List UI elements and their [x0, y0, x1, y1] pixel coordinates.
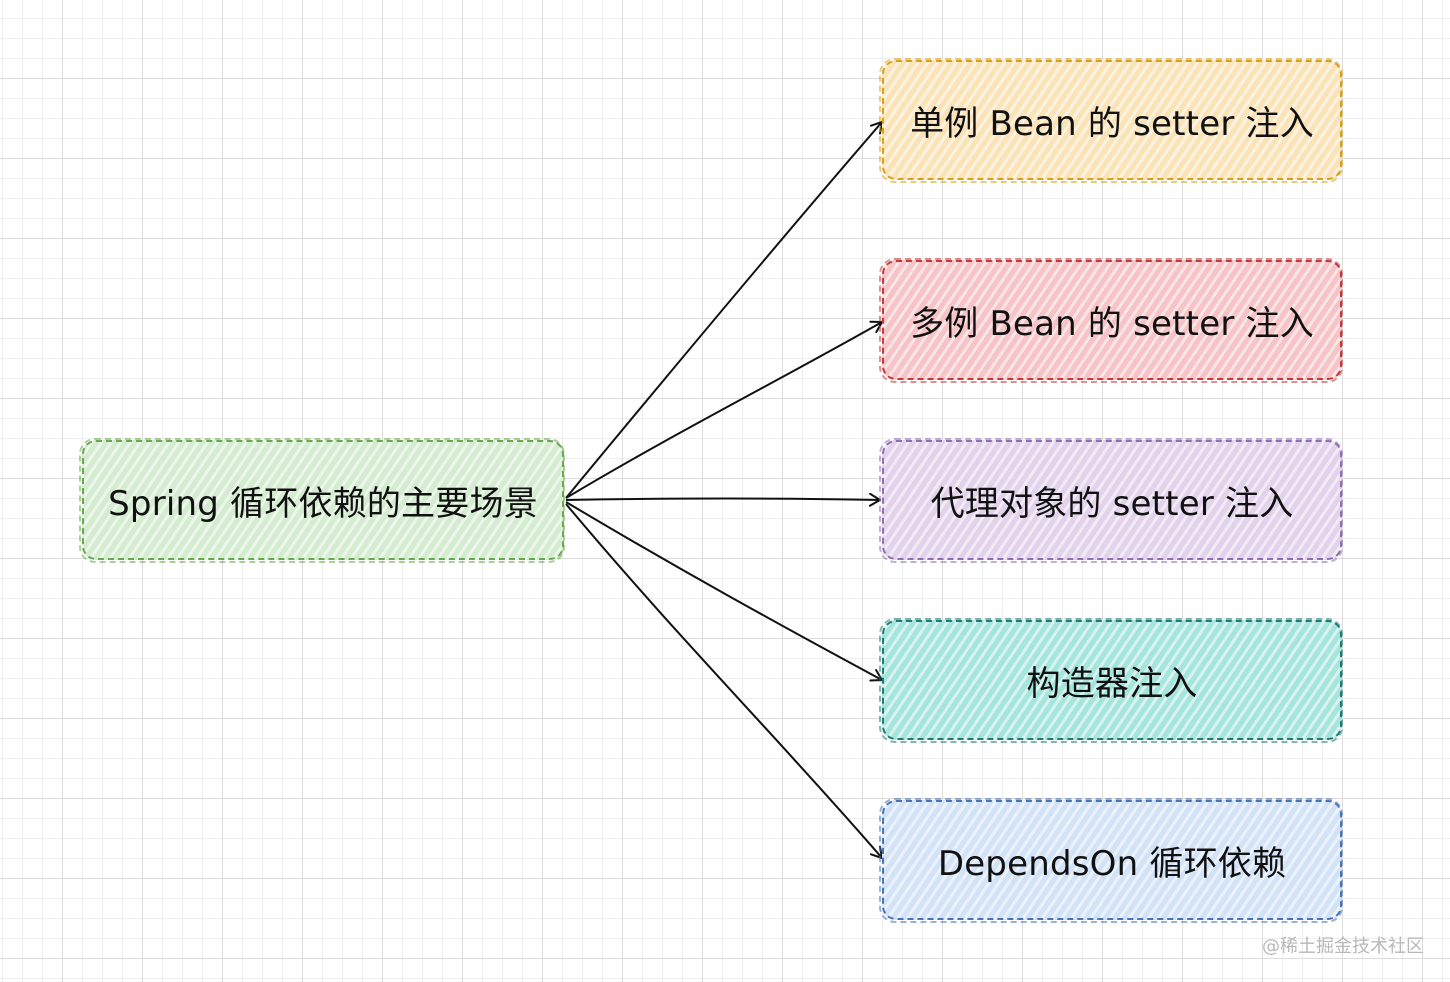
- node-label: 多例 Bean 的 setter 注入: [910, 303, 1314, 344]
- node-prototype-bean-setter-injection: 多例 Bean 的 setter 注入: [879, 258, 1343, 383]
- node-label: DependsOn 循环依赖: [937, 843, 1287, 884]
- node-proxy-object-setter-injection: 代理对象的 setter 注入: [879, 438, 1343, 563]
- node-label: 代理对象的 setter 注入: [930, 483, 1294, 524]
- watermark: @稀土掘金技术社区: [1262, 936, 1424, 957]
- arrow-to-singleton-setter: [565, 121, 883, 499]
- node-constructor-injection: 构造器注入: [879, 618, 1343, 743]
- node-label: 单例 Bean 的 setter 注入: [910, 103, 1314, 144]
- arrow-to-dependson-cycle: [565, 503, 883, 859]
- node-dependson-circular-dependency: DependsOn 循环依赖: [879, 798, 1343, 923]
- arrow-to-constructor-injection: [565, 501, 883, 682]
- node-singleton-bean-setter-injection: 单例 Bean 的 setter 注入: [879, 58, 1343, 183]
- arrow-to-proxy-setter: [565, 492, 881, 507]
- arrow-to-prototype-setter: [565, 320, 883, 499]
- node-label: 构造器注入: [1026, 663, 1198, 704]
- root-node-label: Spring 循环依赖的主要场景: [108, 483, 538, 524]
- root-node-spring-circular-dependency-scenarios: Spring 循环依赖的主要场景: [79, 438, 565, 563]
